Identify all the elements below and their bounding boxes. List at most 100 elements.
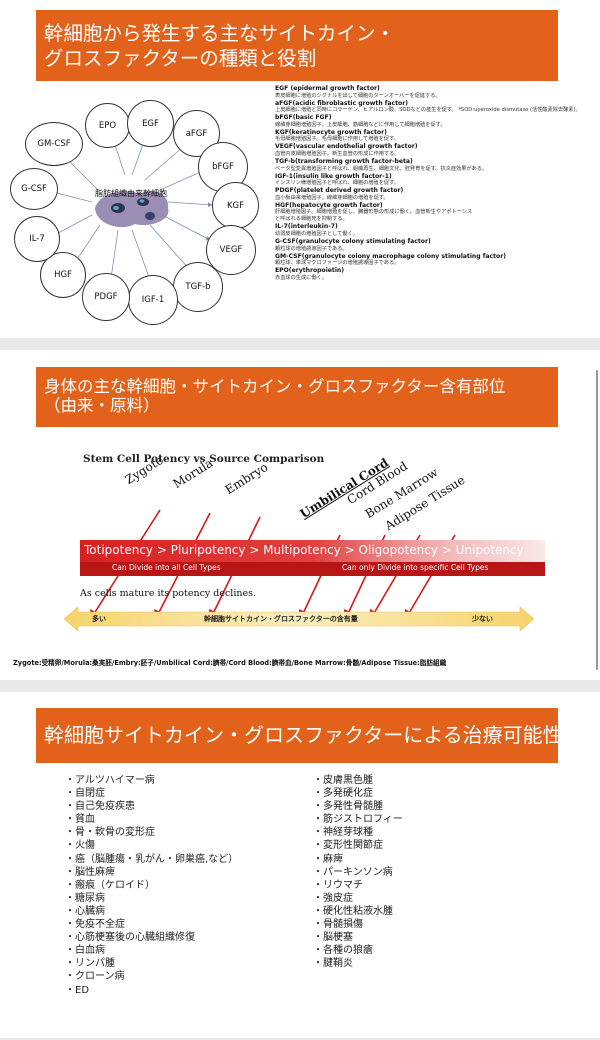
list-item: ・多発硬化症 — [313, 788, 373, 800]
list-item: ・火傷 — [65, 840, 95, 852]
legend-item-hgf: HGF(hepatocyte growth factor)肝細胞増殖因子。細胞増… — [275, 202, 593, 224]
legend-desc: 顆粒球の増殖誘導因子である。 — [275, 245, 348, 252]
slide2-title-line2: （由来・原料） — [44, 396, 160, 415]
divide-bar: Can Divide into all Cell Types Can only … — [80, 562, 545, 576]
list-item: ・強皮症 — [313, 892, 353, 904]
content-less-label: 少ない — [472, 615, 493, 623]
list-item: ・脳梗塞 — [313, 932, 353, 944]
list-item: ・心筋梗塞後の心臓組織修復 — [65, 932, 195, 944]
slide-treatment-potential: 幹細胞サイトカイン・グロスファクターによる治療可能性 ・アルツハイマー病 ・自閉… — [0, 692, 600, 1038]
list-item: ・自己免疫疾患 — [65, 801, 135, 813]
factor-igf-1: IGF-1 — [128, 275, 178, 325]
slide-cytokine-types: 幹細胞から発生する主なサイトカイン・ グロスファクターの種類と役割 — [0, 0, 600, 338]
legend-item-igf-1: IGF-1(insulin like growth factor-1)インスリン… — [275, 173, 593, 188]
list-item: ・リウマチ — [313, 879, 363, 891]
slide3-title-banner: 幹細胞サイトカイン・グロスファクターによる治療可能性 — [36, 708, 563, 763]
list-item: ・リンパ腫 — [65, 958, 115, 970]
factor-il-7: IL-7 — [14, 216, 60, 262]
legend-title: G-CSF(granulocyte colony stimulating fac… — [275, 237, 431, 245]
factor-gm-csf: GM-CSF — [25, 122, 83, 166]
legend-title: PDGF(platelet derived growth factor) — [275, 187, 404, 195]
legend-desc: 血管内皮細胞増殖因子。新生血管の形成に作用する。 — [275, 150, 400, 157]
potency-bar-text: Totipotency > Pluripotency > Multipotenc… — [84, 543, 524, 557]
factor-pdgf: PDGF — [82, 273, 130, 321]
legend-desc: ベータ型変異増殖因子と呼ばれ、組織再生、細胞文化、胚発育を促す。抗炎症効果がある… — [275, 165, 488, 172]
potency-chart-title: Stem Cell Potency vs Source Comparison — [83, 453, 325, 465]
legend-title: bFGF(basic FGF) — [275, 114, 332, 122]
list-item: ・脳性麻痺 — [65, 866, 115, 878]
list-item: ・糖尿病 — [65, 892, 105, 904]
list-item: ・麻痺 — [313, 853, 343, 865]
list-item: ・白血病 — [65, 945, 105, 957]
legend-desc: 血小板由来増殖因子。線維芽細胞の増殖を促す。 — [275, 194, 389, 201]
scrollbar[interactable] — [596, 370, 598, 670]
legend-item-g-csf: G-CSF(granulocyte colony stimulating fac… — [275, 238, 593, 253]
source-arrows — [89, 509, 456, 622]
legend-title: EPO(erythropoietin) — [275, 267, 345, 275]
list-item: ・皮膚黒色腫 — [313, 775, 373, 786]
legend-title: KGF(keratinocyte growth factor) — [275, 128, 387, 136]
legend-item-vegf: VEGF(vascular endothelial growth factor)… — [275, 143, 593, 158]
legend-title: EGF (epidermal growth factor) — [275, 85, 380, 92]
legend-item-epo: EPO(erythropoietin)赤血球の生成に働く。 — [275, 267, 593, 282]
list-item: ・心臓病 — [65, 905, 105, 917]
list-item: ・骨髄損傷 — [313, 919, 363, 931]
slide3-title: 幹細胞サイトカイン・グロスファクターによる治療可能性 — [44, 723, 563, 747]
legend-item-afgf: aFGF(acidic fibroblastic growth factor)上… — [275, 100, 593, 115]
legend-title: IGF-1(insulin like growth factor-1) — [275, 172, 392, 180]
factor-vegf: VEGF — [206, 225, 256, 275]
slide2-title-line1: 身体の主な幹細胞・サイトカイン・グロスファクター含有部位 — [44, 377, 506, 396]
slide1-title-banner: 幹細胞から発生する主なサイトカイン・ グロスファクターの種類と役割 — [36, 10, 558, 81]
list-item: ・ED — [65, 984, 90, 996]
diagram-arrows — [44, 129, 213, 286]
potency-bar: Totipotency > Pluripotency > Multipotenc… — [80, 540, 545, 562]
list-item: ・変形性関節症 — [313, 840, 383, 852]
disease-list-right: ・皮膚黒色腫 ・多発硬化症 ・多発性骨髄腫 ・筋ジストロフィー ・神経芽球種 ・… — [313, 774, 403, 970]
factor-hgf: HGF — [40, 252, 86, 298]
source-glossary: Zygote:受精卵/Morula:桑実胚/Embry:胚子/Umbilical… — [13, 659, 447, 667]
list-item: ・パーキンソン病 — [313, 866, 393, 878]
list-item: ・癌（脳腫瘍・乳がん・卵巣癌,など） — [65, 853, 239, 865]
factor-g-csf: G-CSF — [10, 168, 58, 210]
center-label-adsc: 脂肪組織由来幹細胞 — [95, 189, 167, 198]
legend-item-kgf: KGF(keratinocyte growth factor)毛母細胞増殖因子。… — [275, 129, 593, 144]
legend-title: TGF-b(transforming growth factor-beta) — [275, 157, 413, 165]
legend-title: IL-7(interleukin-7) — [275, 223, 338, 231]
factor-egf: EGF — [127, 100, 174, 147]
content-arrow-shape — [64, 606, 534, 632]
disease-list-left: ・アルツハイマー病 ・自閉症 ・自己免疫疾患 ・貧血 ・骨・軟骨の変形症 ・火傷… — [65, 774, 238, 997]
content-amount-arrow: 多い 幹細胞サイトカイン・グロスファクターの含有量 少ない — [64, 606, 534, 632]
list-item: ・自閉症 — [65, 788, 105, 800]
legend-item-gm-csf: GM-CSF(granulocyte colony macrophage col… — [275, 253, 593, 268]
factor-kgf: KGF — [212, 182, 259, 229]
legend-title: GM-CSF(granulocyte colony macrophage col… — [275, 252, 507, 260]
list-item: ・各種の狼瘡 — [313, 945, 373, 957]
legend-title: aFGF(acidic fibroblastic growth factor) — [275, 99, 409, 107]
legend-desc: 表皮細胞に増殖のシグナルを出して細胞のターンオーバーを促進する。 — [275, 92, 441, 99]
legend-desc: 肝細胞増殖因子。細胞増殖を促し、臓器形態の形成に働く。血管新生やアポトーシスと呼… — [275, 209, 473, 223]
legend-desc: 幼弱皮細胞の増殖因子として働く。 — [275, 230, 358, 237]
potency-chart: Stem Cell Potency vs Source Comparison Z… — [60, 435, 545, 650]
mature-note: As cells mature its potency declines. — [80, 588, 257, 599]
list-item: ・瘢痕（ケロイド） — [65, 879, 155, 891]
content-middle-label: 幹細胞サイトカイン・グロスファクターの含有量 — [204, 615, 358, 623]
legend-desc: インスリン様増殖因子と呼ばれ、細胞の増殖を促す。 — [275, 180, 399, 187]
content-more-label: 多い — [92, 615, 106, 623]
list-item: ・神経芽球種 — [313, 827, 373, 839]
legend-title: HGF(hepatocyte growth factor) — [275, 201, 383, 209]
factor-tgf-b: TGF-b — [173, 262, 223, 312]
slide2-title-banner: 身体の主な幹細胞・サイトカイン・グロスファクター含有部位 （由来・原料） — [36, 367, 558, 427]
list-item: ・腱鞘炎 — [313, 958, 353, 970]
legend-desc: 毛母細胞増殖因子。毛母細胞に作用して増殖を促す。 — [275, 136, 399, 143]
factor-legend: EGF (epidermal growth factor)表皮細胞に増殖のシグナ… — [275, 85, 593, 282]
legend-desc: 赤血球の生成に働く。 — [275, 274, 327, 281]
list-item: ・免疫不全症 — [65, 919, 125, 931]
legend-item-tgf-b: TGF-b(transforming growth factor-beta)ベー… — [275, 158, 593, 173]
divide-right-text: Can only Divide into specific Cell Types — [342, 563, 489, 572]
list-item: ・硬化性粘液水腫 — [313, 905, 393, 917]
list-item: ・多発性骨髄腫 — [313, 801, 383, 813]
legend-desc: 線維芽細胞増殖因子。上皮細胞、筋細胞などに作用して細胞増殖を促す。 — [275, 121, 446, 128]
cytokine-diagram: 脂肪組織由来幹細胞 EPO EGF aFGF bFGF KGF VEGF TGF… — [0, 90, 270, 338]
list-item: ・クローン病 — [65, 971, 125, 983]
legend-item-egf: EGF (epidermal growth factor)表皮細胞に増殖のシグナ… — [275, 85, 593, 100]
